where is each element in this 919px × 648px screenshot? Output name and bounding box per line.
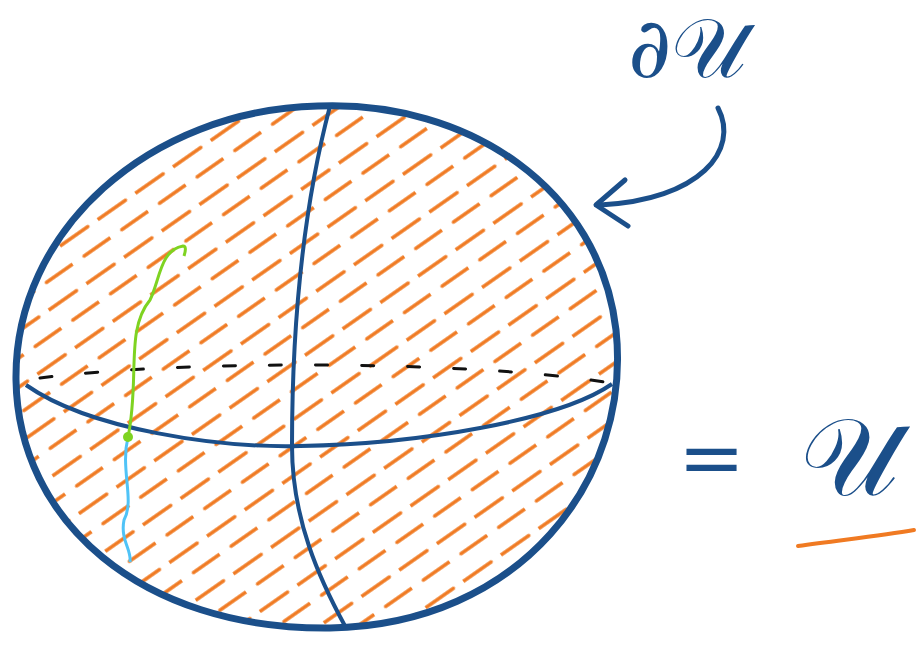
boundary-outline (16, 106, 618, 628)
boundary-label: ∂𝒰 (628, 6, 747, 90)
green-dot (123, 432, 133, 442)
pointer-arrow (600, 108, 724, 205)
set-label: 𝒰 (800, 402, 899, 512)
green-curve (128, 246, 185, 437)
back-equator (40, 365, 605, 382)
arrow-head (596, 180, 628, 226)
cyan-curve (123, 437, 130, 562)
hatching (0, 100, 640, 640)
meridian (292, 106, 345, 626)
equals-sign: = (678, 418, 745, 498)
equator (26, 384, 612, 446)
underline (798, 530, 914, 546)
